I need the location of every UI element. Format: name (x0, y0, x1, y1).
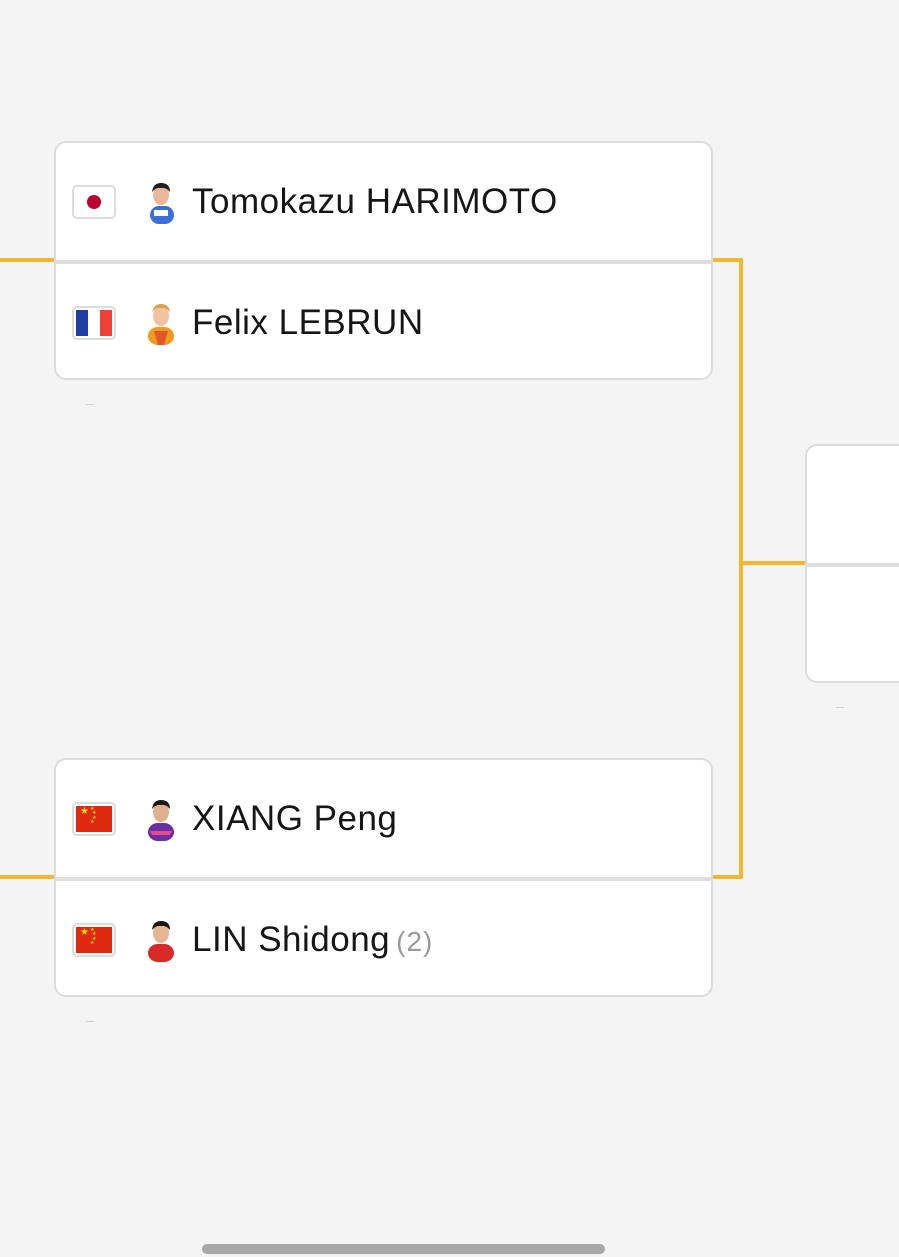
player-name: Tomokazu HARIMOTO (192, 181, 558, 221)
player-avatar-icon (148, 920, 174, 962)
player-avatar-icon (148, 303, 174, 345)
match-card-2[interactable]: ★ ★ ★ ★ ★ XIANG Peng ★ ★ ★ (54, 758, 713, 997)
player-row-harimoto[interactable]: Tomokazu HARIMOTO (56, 143, 711, 260)
next-match-footer (836, 707, 844, 708)
china-flag-icon: ★ ★ ★ ★ ★ (72, 801, 116, 836)
player-row-lin[interactable]: ★ ★ ★ ★ ★ LIN Shidong(2) (56, 877, 711, 995)
player-avatar-icon (150, 182, 174, 224)
connector-left-bottom (0, 875, 56, 879)
match-footer-1 (86, 404, 94, 405)
next-match-slot-2[interactable] (807, 563, 899, 681)
japan-flag-icon (72, 184, 116, 219)
connector-left-top (0, 258, 56, 262)
player-avatar-icon (148, 799, 174, 841)
seed-badge: (2) (396, 925, 434, 957)
player-name: XIANG Peng (192, 798, 398, 838)
connector-bottom-out (711, 875, 743, 879)
player-name: Felix LEBRUN (192, 302, 424, 342)
player-row-lebrun[interactable]: Felix LEBRUN (56, 260, 711, 378)
player-name-text: LIN Shidong (192, 919, 391, 959)
match-footer-2 (86, 1021, 94, 1022)
next-match-card[interactable] (805, 444, 899, 683)
connector-to-next (739, 561, 807, 565)
player-name: LIN Shidong(2) (192, 920, 433, 960)
player-row-xiang[interactable]: ★ ★ ★ ★ ★ XIANG Peng (56, 760, 711, 877)
home-indicator[interactable] (202, 1244, 605, 1254)
match-card-1[interactable]: Tomokazu HARIMOTO Felix LEBRUN (54, 141, 713, 380)
connector-top-out (711, 258, 743, 262)
next-match-slot-1[interactable] (807, 446, 899, 563)
china-flag-icon: ★ ★ ★ ★ ★ (72, 922, 116, 957)
france-flag-icon (72, 305, 116, 340)
connector-vertical (739, 258, 743, 879)
